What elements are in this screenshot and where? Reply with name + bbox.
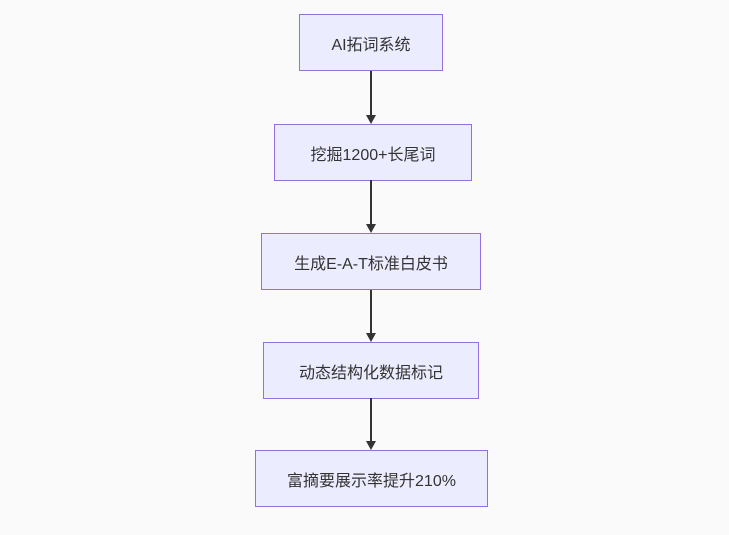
- flow-node-label: 动态结构化数据标记: [298, 364, 443, 382]
- flow-node-label: 生成E-A-T标准白皮书: [294, 255, 448, 273]
- arrow-head-icon: [366, 333, 376, 342]
- arrow-connector: [370, 180, 372, 225]
- flow-node-eat-whitepaper: 生成E-A-T标准白皮书: [261, 233, 481, 290]
- arrow-head-icon: [366, 441, 376, 450]
- flow-node-longtail-mining: 挖掘1200+长尾词: [274, 124, 472, 181]
- arrow-head-icon: [366, 224, 376, 233]
- flow-node-label: 挖掘1200+长尾词: [310, 146, 436, 164]
- flow-node-label: AI拓词系统: [331, 36, 411, 54]
- arrow-connector: [370, 398, 372, 442]
- arrow-connector: [370, 71, 372, 116]
- flow-node-label: 富摘要展示率提升210%: [287, 472, 456, 490]
- flow-node-ai-word-system: AI拓词系统: [299, 14, 443, 71]
- flow-node-structured-data: 动态结构化数据标记: [263, 342, 479, 399]
- flow-node-rich-snippet-result: 富摘要展示率提升210%: [255, 450, 488, 507]
- arrow-connector: [370, 290, 372, 334]
- arrow-head-icon: [366, 115, 376, 124]
